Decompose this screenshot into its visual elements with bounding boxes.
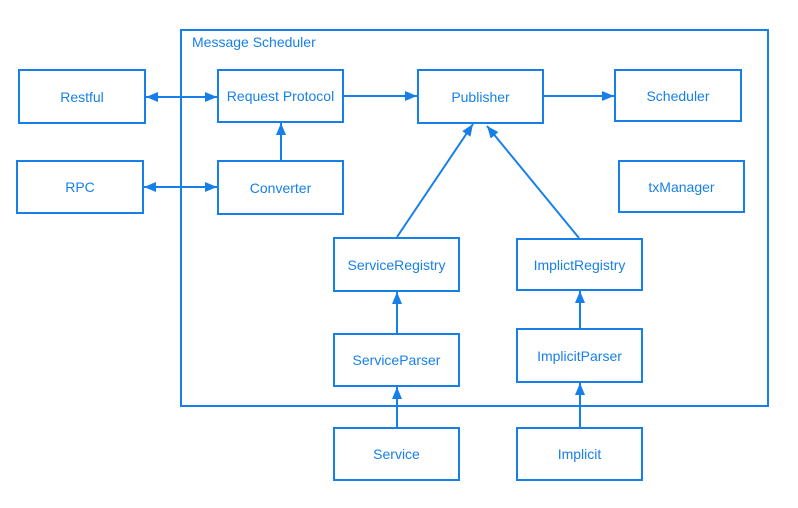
node-implict-registry[interactable]: ImplictRegistry (516, 238, 643, 291)
node-txmanager[interactable]: txManager (618, 160, 745, 213)
edges-group (144, 91, 614, 427)
node-implicit-parser[interactable]: ImplicitParser (516, 328, 643, 383)
node-service[interactable]: Service (333, 427, 460, 481)
message-scheduler-group-label: Message Scheduler (192, 34, 316, 50)
node-service-registry[interactable]: ServiceRegistry (333, 237, 460, 292)
edge-implict-registry-to-publisher[interactable] (486, 125, 580, 239)
node-publisher[interactable]: Publisher (417, 69, 544, 124)
node-service-parser[interactable]: ServiceParser (333, 333, 460, 387)
node-restful[interactable]: Restful (18, 69, 146, 124)
node-converter[interactable]: Converter (217, 160, 344, 215)
node-rpc[interactable]: RPC (16, 160, 144, 214)
node-implicit[interactable]: Implicit (516, 427, 643, 481)
edge-service-registry-to-publisher[interactable] (396, 123, 474, 238)
node-request-protocol[interactable]: Request Protocol (217, 69, 344, 123)
message-scheduler-group[interactable]: Message Scheduler (180, 29, 769, 407)
node-scheduler[interactable]: Scheduler (614, 69, 742, 122)
